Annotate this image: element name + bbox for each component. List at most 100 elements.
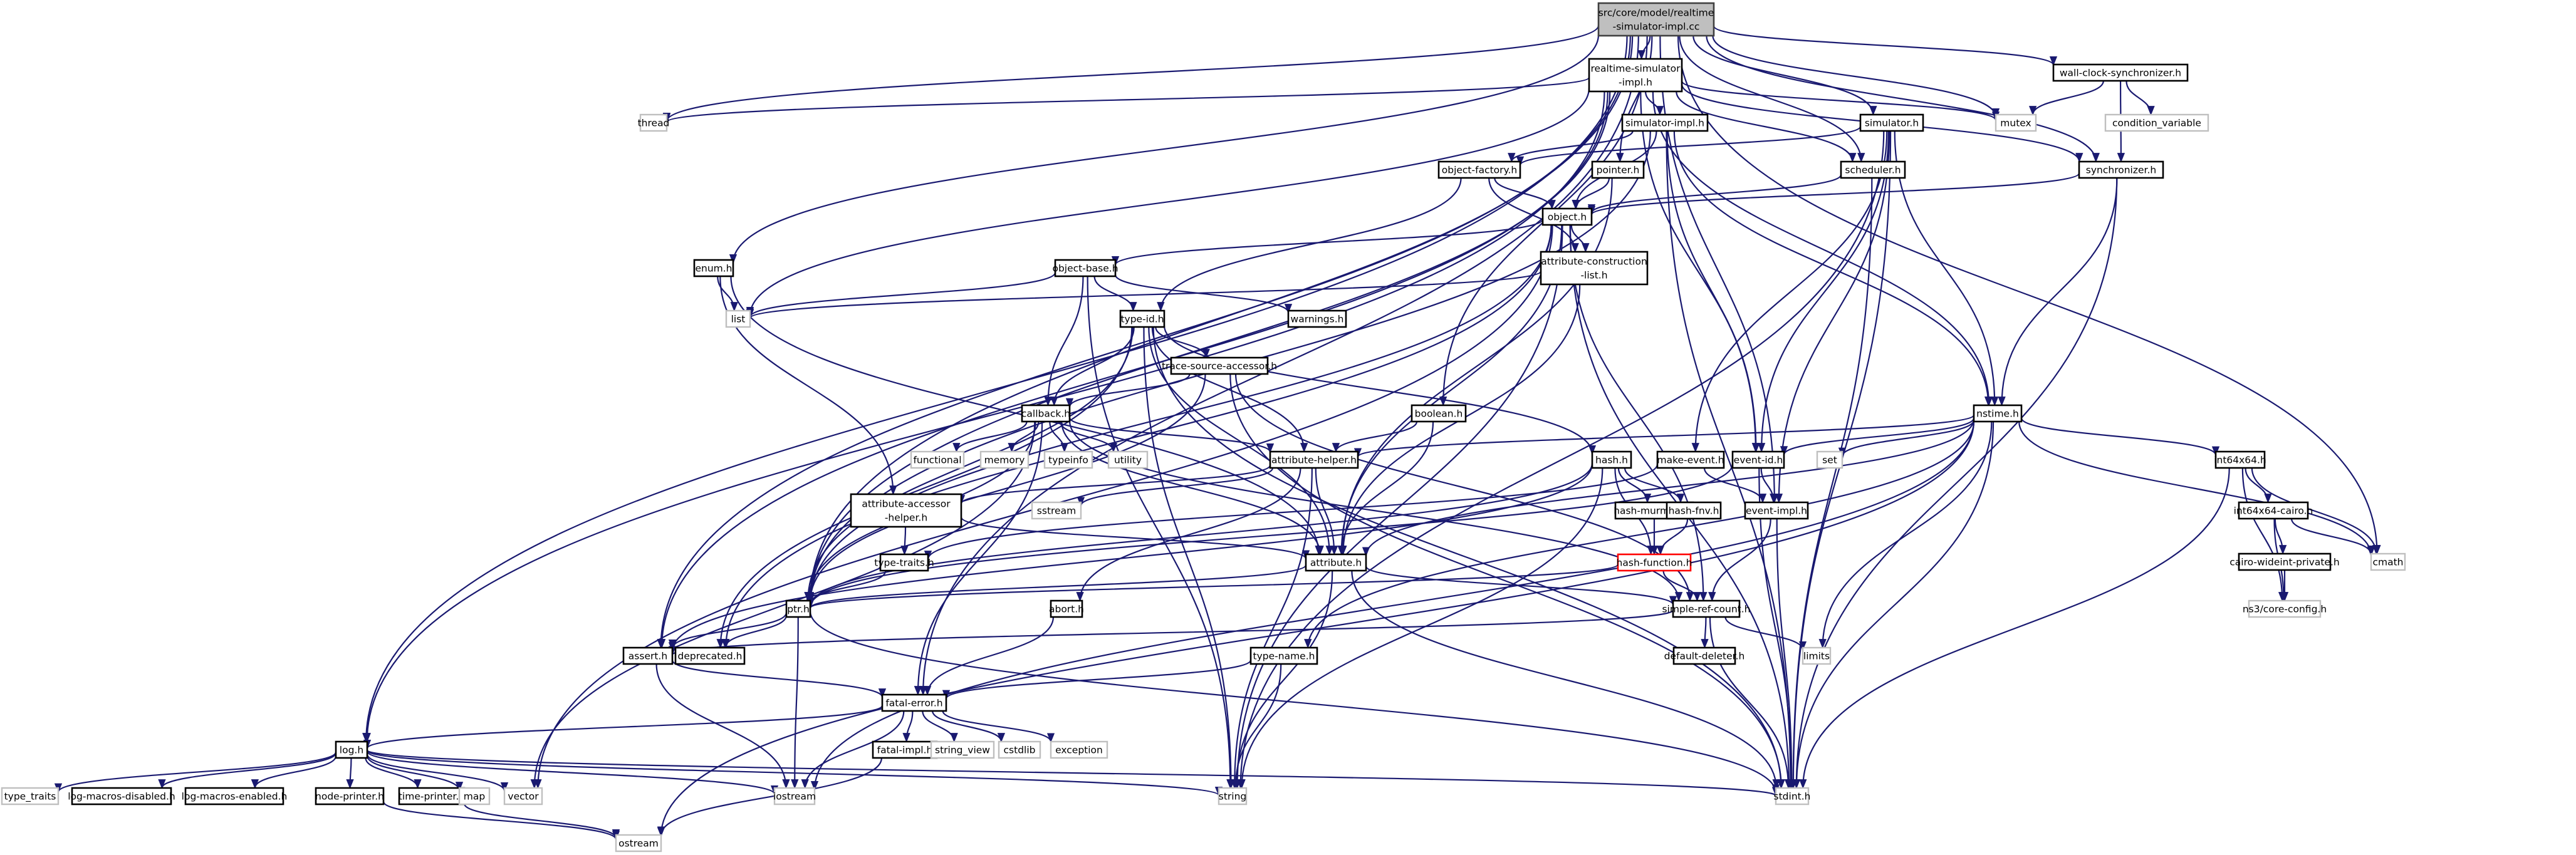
edge-log-to-map: [366, 755, 464, 792]
edge-root-to-rsimpl: [1637, 35, 1651, 60]
node-box: [1021, 404, 1071, 423]
node-assert[interactable]: assert.h: [622, 646, 674, 665]
node-condvar: condition_variable: [2104, 113, 2209, 132]
edge-synchronizer-to-stdint: [1792, 177, 2118, 789]
edge-attrhelper-to-string: [1230, 467, 1313, 789]
edge-synchronizer-to-object: [1588, 172, 2080, 216]
edge-attribute-to-stdint: [1351, 570, 1780, 789]
node-nodeprinter[interactable]: node-printer.h: [315, 787, 385, 806]
edge-typeid-to-stdint: [1152, 326, 1785, 789]
node-timeprinter[interactable]: time-printer.h: [398, 787, 466, 806]
edge-scheduler-to-object: [1588, 174, 1842, 214]
edge-eventimpl-to-stdint: [1776, 518, 1796, 789]
node-box: [1170, 356, 1269, 375]
node-typeid[interactable]: type-id.h: [1119, 309, 1165, 328]
node-fatalimpl[interactable]: fatal-impl.h: [872, 740, 938, 759]
edge-fatalerror-to-exception: [942, 710, 1055, 743]
node-root[interactable]: src/core/model/realtime-simulator-impl.c…: [1597, 2, 1715, 37]
node-label: log.h: [340, 745, 363, 756]
node-pointer[interactable]: pointer.h: [1591, 160, 1645, 179]
edge-simulator-to-nstime: [1894, 130, 1999, 407]
node-wcs[interactable]: wall-clock-synchronizer.h: [2052, 63, 2189, 82]
node-objfactory[interactable]: object-factory.h: [1437, 160, 1521, 179]
node-lmd[interactable]: log-macros-disabled.h: [68, 787, 175, 806]
node-rsimpl[interactable]: realtime-simulator-impl.h: [1588, 58, 1683, 93]
node-attrhelper[interactable]: attribute-helper.h: [1269, 450, 1359, 469]
node-label: int64x64.h: [2214, 455, 2266, 466]
node-tsa[interactable]: trace-source-accessor.h: [1162, 356, 1277, 375]
node-lme[interactable]: log-macros-enabled.h: [182, 787, 288, 806]
node-nstime[interactable]: nstime.h: [1973, 404, 2023, 423]
node-callback[interactable]: callback.h: [1021, 404, 1071, 423]
edge-wcs-to-mutex: [2029, 80, 2104, 116]
node-ptr[interactable]: ptr.h: [785, 599, 811, 618]
node-simimpl[interactable]: simulator-impl.h: [1621, 113, 1709, 132]
node-hashfn[interactable]: hash-function.h: [1617, 553, 1692, 572]
node-scheduler[interactable]: scheduler.h: [1840, 160, 1906, 179]
edge-log-to-vector: [366, 754, 509, 792]
node-int64x64[interactable]: int64x64.h: [2214, 450, 2266, 469]
node-enum[interactable]: enum.h: [693, 259, 734, 277]
node-label: synchronizer.h: [2086, 165, 2156, 176]
edge-log-to-string: [366, 750, 1223, 797]
edge-nstime-to-stdint: [1792, 421, 1995, 789]
node-label: callback.h: [1021, 408, 1070, 420]
node-box: [1744, 501, 1809, 520]
node-log[interactable]: log.h: [335, 740, 368, 759]
node-synchronizer[interactable]: synchronizer.h: [2078, 160, 2164, 179]
node-eventimpl[interactable]: event-impl.h: [1744, 501, 1809, 520]
edge-pointer-to-attribute: [1338, 177, 1613, 556]
node-box: [881, 693, 947, 712]
node-layer: src/core/model/realtime-simulator-impl.c…: [1, 2, 2406, 852]
node-aah[interactable]: attribute-accessor-helper.h: [850, 493, 962, 528]
node-label: -helper.h: [885, 512, 927, 524]
node-label: simulator.h: [1865, 118, 1919, 129]
node-cairo[interactable]: int64x64-cairo.h: [2234, 501, 2313, 520]
node-label: type_traits: [4, 791, 56, 803]
node-fnv[interactable]: hash-fnv.h: [1666, 501, 1722, 520]
edge-log-to-timeprinter: [365, 757, 422, 789]
node-typetraits[interactable]: type-traits.h: [874, 553, 934, 572]
node-abort[interactable]: abort.h: [1049, 599, 1084, 618]
node-fatalerror[interactable]: fatal-error.h: [881, 693, 947, 712]
node-eventid[interactable]: event-id.h: [1731, 450, 1785, 469]
node-attribute[interactable]: attribute.h: [1305, 553, 1367, 572]
edge-assert-to-iostream: [655, 663, 790, 789]
node-boolean[interactable]: boolean.h: [1411, 404, 1467, 423]
edge-assert-to-fatalerror: [671, 660, 887, 698]
node-sstream: sstream: [1031, 501, 1082, 520]
node-label: type-traits.h: [874, 557, 934, 569]
node-box: [1995, 113, 2037, 132]
node-hash[interactable]: hash.h: [1591, 450, 1632, 469]
node-deprecated[interactable]: deprecated.h: [674, 646, 746, 665]
node-box: [998, 740, 1041, 759]
node-typename[interactable]: type-name.h: [1249, 646, 1318, 665]
edge-objbase-to-list: [746, 272, 1056, 318]
node-simulator[interactable]: simulator.h: [1859, 113, 1924, 132]
node-box: [2238, 552, 2332, 571]
node-attrconst[interactable]: attribute-construction-list.h: [1540, 251, 1649, 286]
node-cwp[interactable]: cairo-wideint-private.h: [2229, 552, 2340, 571]
edge-object-to-objbase: [1112, 219, 1544, 266]
edge-rsimpl-to-mutex: [1681, 80, 2000, 122]
node-warnings[interactable]: warnings.h: [1287, 309, 1347, 328]
edge-timeprinter-to-ostream: [463, 803, 620, 839]
edge-pointer-to-object: [1572, 177, 1610, 210]
node-objbase[interactable]: object-base.h: [1052, 259, 1119, 277]
edge-objbase-to-callback: [1044, 276, 1084, 407]
node-box: [1107, 450, 1149, 469]
edge-simulator-to-objfactory: [1516, 126, 1862, 167]
node-box: [1031, 501, 1082, 520]
edge-eventimpl-to-src: [1708, 518, 1771, 602]
edge-cairo-to-cwp: [2274, 518, 2287, 555]
edge-fatalerror-to-stringview: [922, 710, 958, 743]
node-object[interactable]: object.h: [1541, 207, 1593, 226]
edge-src-to-limits: [1724, 616, 1807, 651]
edge-nstime-to-cmath: [2018, 421, 2375, 557]
node-functional: functional: [910, 450, 965, 469]
node-label: functional: [913, 455, 961, 466]
node-makeevent[interactable]: make-event.h: [1656, 450, 1725, 469]
node-src[interactable]: simple-ref-count.h: [1662, 599, 1751, 618]
node-box: [335, 740, 368, 759]
node-deldel[interactable]: default-deleter.h: [1664, 646, 1745, 665]
